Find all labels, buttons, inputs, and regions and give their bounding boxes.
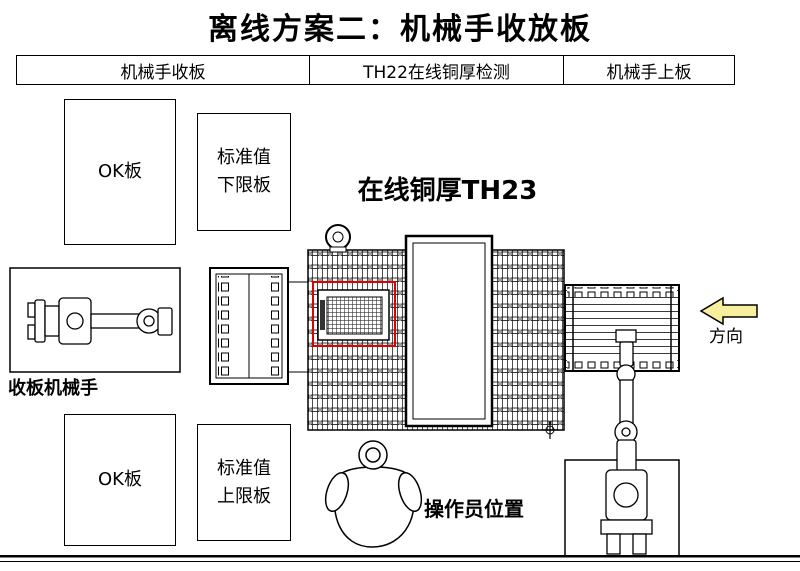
red-highlight-outline <box>312 281 396 347</box>
online-copper-th23-label: 在线铜厚TH23 <box>357 176 538 206</box>
direction-label: 方向 <box>709 327 743 347</box>
operator-position-label: 操作员位置 <box>424 497 524 521</box>
ok-board-bottom-box: OK板 <box>64 414 176 546</box>
standard-upper-limit-box: 标准值 上限板 <box>197 424 291 541</box>
standard-lower-line2: 下限板 <box>217 175 271 196</box>
ok-board-top-box: OK板 <box>64 99 176 245</box>
process-header-row: 机械手收板 TH22在线铜厚检测 机械手上板 <box>16 55 735 85</box>
bottom-border-line <box>0 555 800 562</box>
board-fixture-rack <box>209 267 308 385</box>
header-cell-load-board: 机械手上板 <box>563 55 735 85</box>
collect-robot-arm <box>27 297 173 345</box>
highlighted-board <box>312 281 396 347</box>
standard-lower-limit-box: 标准值 下限板 <box>197 113 291 231</box>
standard-lower-line1: 标准值 <box>217 147 271 169</box>
header-cell-collect-board: 机械手收板 <box>16 55 310 85</box>
th23-machine-bed <box>307 224 565 439</box>
header-cell-th22-inspection: TH22在线铜厚检测 <box>308 55 565 85</box>
operator-figure <box>324 440 423 548</box>
datum-cross-icon <box>541 421 559 439</box>
direction-left-arrow-icon <box>699 296 758 326</box>
load-robot-arm <box>564 329 680 557</box>
page-title: 离线方案二：机械手收放板 <box>208 12 592 47</box>
collect-robot-label: 收板机械手 <box>8 378 98 399</box>
ok-board-bottom-label: OK板 <box>98 469 142 491</box>
standard-upper-line1: 标准值 <box>217 457 271 479</box>
ok-board-top-label: OK板 <box>98 161 142 183</box>
standard-upper-line2: 上限板 <box>217 485 271 507</box>
